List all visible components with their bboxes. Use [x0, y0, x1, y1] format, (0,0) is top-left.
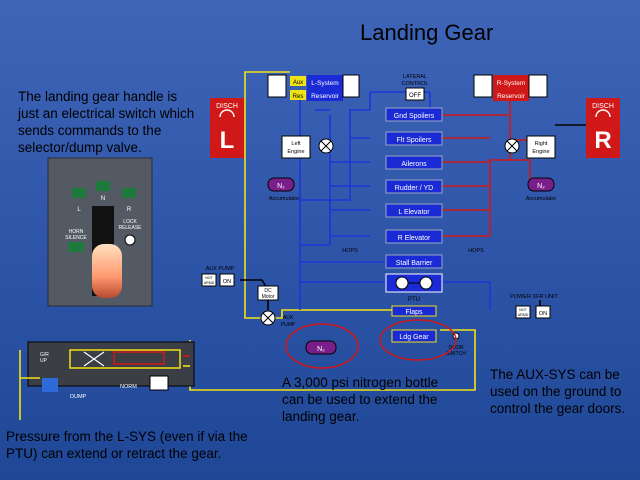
note-nitrogen-bottle: A 3,000 psi nitrogen bottle can be used …	[282, 375, 439, 424]
svg-text:PTU: PTU	[408, 297, 420, 303]
page-title: Landing Gear	[360, 20, 494, 45]
svg-text:Reservoir: Reservoir	[497, 93, 526, 100]
svg-text:Accumulator: Accumulator	[269, 196, 300, 202]
right-engine-pump: Right Engine	[504, 135, 556, 159]
svg-text:Aux: Aux	[293, 80, 303, 86]
nitrogen-bottle: N₂	[305, 340, 337, 355]
svg-text:Rudder / YD: Rudder / YD	[395, 185, 433, 192]
svg-text:ARMD: ARMD	[518, 313, 529, 317]
svg-text:Engine: Engine	[287, 149, 304, 155]
svg-text:ARMD: ARMD	[204, 281, 215, 285]
right-accumulator: N₂ Accumulator	[526, 177, 557, 202]
consumer-ailerons: Ailerons	[385, 155, 443, 170]
hops-left-label: HOPS	[342, 248, 358, 254]
ldg-gear-highlight-ellipse	[379, 319, 457, 361]
svg-text:ON: ON	[223, 279, 231, 285]
svg-text:NORM: NORM	[120, 384, 137, 390]
svg-text:G/R: G/R	[40, 352, 49, 358]
consumer-flaps: Flaps	[391, 305, 437, 317]
consumer-ldg-gear: Ldg Gear	[391, 329, 437, 343]
aux-pump-controls: AUX PUMP NOT ARMD ON DC Motor AUX PUMP	[201, 266, 296, 328]
svg-text:L Elevator: L Elevator	[398, 209, 430, 216]
note-l-sys-pressure: Pressure from the L-SYS (even if via the…	[6, 429, 248, 461]
svg-text:R-System: R-System	[497, 80, 526, 87]
consumer-stall-barrier: Stall Barrier	[385, 254, 443, 269]
svg-text:Flaps: Flaps	[405, 309, 423, 316]
consumer-gnd-spoilers: Gnd Spoilers	[385, 107, 443, 122]
svg-text:N₂: N₂	[537, 183, 545, 190]
svg-text:Gnd Spoilers: Gnd Spoilers	[394, 113, 435, 120]
svg-text:Ailerons: Ailerons	[401, 161, 427, 168]
red-right-trunk	[489, 100, 511, 236]
svg-text:Flt Spoilers: Flt Spoilers	[396, 137, 432, 144]
left-engine-pump: Left Engine	[281, 135, 334, 159]
svg-text:L-System: L-System	[311, 80, 338, 87]
svg-text:DC: DC	[264, 288, 272, 294]
svg-text:RELEASE: RELEASE	[118, 225, 142, 231]
svg-text:Motor: Motor	[262, 294, 275, 300]
svg-text:Accumulator: Accumulator	[526, 196, 557, 202]
svg-text:N₂: N₂	[317, 346, 325, 353]
svg-text:Reservoir: Reservoir	[311, 93, 340, 100]
nitrogen-highlight-ellipse	[285, 323, 359, 369]
svg-text:R: R	[594, 127, 611, 154]
gear-control-panel: L N R HORN SILENCE LOCK RELEASE	[47, 157, 153, 307]
svg-text:HORN: HORN	[69, 229, 84, 235]
svg-text:Stall Barrier: Stall Barrier	[396, 260, 433, 267]
right-engine-disch: DISCH R	[586, 98, 620, 158]
consumer-flt-spoilers: Flt Spoilers	[385, 131, 443, 146]
consumer-rudder-yd: Rudder / YD	[385, 179, 443, 194]
ptu-unit: PTU	[385, 273, 443, 303]
svg-text:NOT: NOT	[205, 276, 213, 280]
svg-text:Engine: Engine	[532, 149, 549, 155]
svg-text:R Elevator: R Elevator	[398, 235, 431, 242]
svg-text:DOOR: DOOR	[449, 345, 464, 351]
svg-text:N₂: N₂	[277, 183, 285, 190]
consumer-r-elevator: R Elevator	[385, 229, 443, 244]
svg-text:Right: Right	[535, 141, 548, 147]
svg-text:SILENCE: SILENCE	[65, 235, 87, 241]
l-system-reservoir: Aux Res L-System Reservoir	[267, 74, 360, 101]
svg-text:AUX: AUX	[283, 315, 294, 321]
selector-dump-valve: G/R UP DUMP NORM	[27, 341, 195, 400]
svg-text:L: L	[220, 127, 235, 154]
valve-connections	[19, 350, 190, 420]
svg-text:Ldg Gear: Ldg Gear	[399, 334, 429, 341]
svg-text:Res: Res	[293, 94, 304, 100]
svg-text:Left: Left	[291, 141, 301, 147]
consumer-boxes: Gnd Spoilers Flt Spoilers Ailerons Rudde…	[385, 107, 443, 343]
svg-text:LATERAL: LATERAL	[403, 74, 427, 80]
blue-left-branch	[300, 109, 370, 201]
note-gear-handle: The landing gear handle is just an elect…	[18, 89, 195, 155]
note-aux-sys: The AUX-SYS can be used on the ground to…	[490, 367, 626, 416]
svg-text:ON: ON	[539, 311, 547, 317]
svg-text:POWER XFR UNIT: POWER XFR UNIT	[510, 294, 558, 300]
svg-text:L: L	[77, 207, 81, 213]
svg-text:OFF: OFF	[409, 93, 421, 99]
svg-text:PUMP: PUMP	[281, 322, 296, 328]
svg-text:NOT: NOT	[519, 308, 527, 312]
left-accumulator: N₂ Accumulator	[267, 177, 300, 202]
power-xfr-unit: POWER XFR UNIT NOT ARMD ON	[510, 294, 558, 319]
svg-text:LOCK: LOCK	[123, 219, 137, 225]
svg-text:DISCH: DISCH	[592, 103, 614, 110]
lateral-control-switch: LATERAL CONTROL OFF	[402, 74, 429, 101]
svg-text:UP: UP	[40, 358, 48, 364]
r-system-reservoir: R-System Reservoir	[473, 74, 548, 101]
svg-text:DISCH: DISCH	[216, 103, 238, 110]
left-engine-disch: DISCH L	[210, 98, 244, 158]
consumer-l-elevator: L Elevator	[385, 203, 443, 218]
svg-text:DUMP: DUMP	[70, 394, 87, 400]
svg-text:N: N	[101, 196, 105, 202]
yellow-feed-line	[244, 71, 290, 319]
svg-text:R: R	[127, 207, 132, 213]
svg-text:AUX PUMP: AUX PUMP	[206, 266, 235, 272]
hops-right-label: HOPS	[468, 248, 484, 254]
svg-text:CONTROL: CONTROL	[402, 81, 429, 87]
svg-text:SWITCH: SWITCH	[446, 351, 466, 357]
